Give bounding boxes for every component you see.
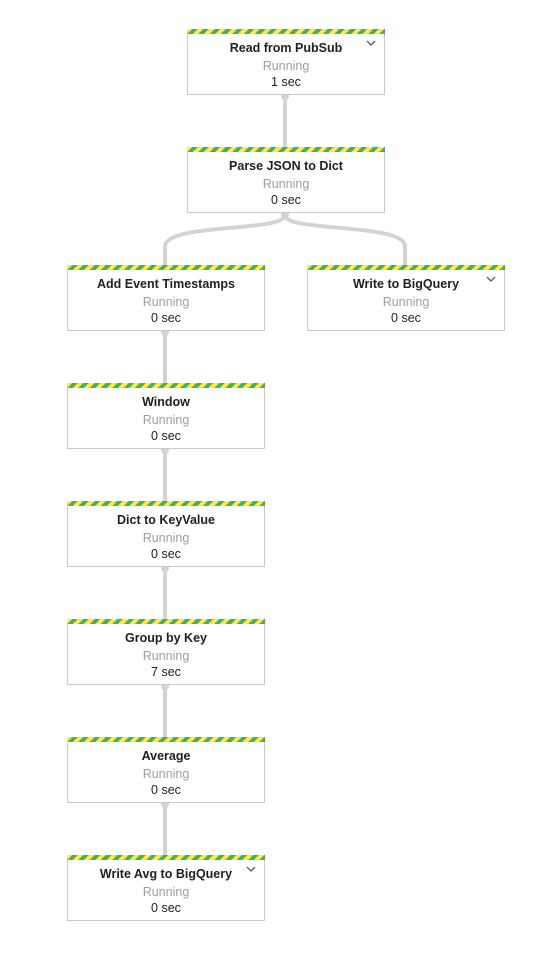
step-name: Write Avg to BigQuery [99, 867, 233, 881]
step-name: Dict to KeyValue [117, 513, 215, 527]
step-status-stripe [67, 383, 265, 388]
step-status: Running [262, 59, 310, 73]
step-name: Parse JSON to Dict [229, 159, 343, 173]
step-name: Add Event Timestamps [96, 277, 235, 291]
step-status-stripe [67, 855, 265, 860]
step-group-by-key[interactable]: Group by Key Running 7 sec [67, 619, 265, 685]
step-average[interactable]: Average Running 0 sec [67, 737, 265, 803]
step-time: 1 sec [271, 75, 301, 89]
step-status: Running [382, 295, 430, 309]
step-time: 0 sec [151, 901, 181, 915]
step-dict-to-keyvalue[interactable]: Dict to KeyValue Running 0 sec [67, 501, 265, 567]
step-status: Running [142, 767, 190, 781]
step-status-stripe [67, 265, 265, 270]
chevron-down-icon[interactable] [246, 865, 256, 873]
step-status-stripe [187, 147, 385, 152]
step-time: 0 sec [151, 547, 181, 561]
step-write-avg-to-bigquery[interactable]: Write Avg to BigQuery Running 0 sec [67, 855, 265, 921]
step-time: 0 sec [391, 311, 421, 325]
step-time: 0 sec [271, 193, 301, 207]
step-time: 0 sec [151, 783, 181, 797]
step-write-to-bigquery[interactable]: Write to BigQuery Running 0 sec [307, 265, 505, 331]
step-status: Running [142, 413, 190, 427]
step-status: Running [142, 649, 190, 663]
step-status-stripe [307, 265, 505, 270]
step-status-stripe [67, 619, 265, 624]
chevron-down-icon[interactable] [366, 39, 376, 47]
edge-parse-json-to-dict-to-write-to-bigquery [283, 214, 407, 265]
edge-parse-json-to-dict-to-add-event-timestamps [163, 214, 287, 265]
step-name: Window [142, 395, 190, 409]
chevron-down-icon[interactable] [486, 275, 496, 283]
step-name: Write to BigQuery [352, 277, 460, 291]
step-status: Running [142, 531, 190, 545]
step-status: Running [142, 295, 190, 309]
step-status-stripe [67, 501, 265, 506]
step-status-stripe [67, 737, 265, 742]
step-time: 7 sec [151, 665, 181, 679]
step-name: Read from PubSub [229, 41, 343, 55]
step-parse-json-to-dict[interactable]: Parse JSON to Dict Running 0 sec [187, 147, 385, 213]
step-name: Group by Key [125, 631, 207, 645]
step-add-event-timestamps[interactable]: Add Event Timestamps Running 0 sec [67, 265, 265, 331]
step-read-from-pubsub[interactable]: Read from PubSub Running 1 sec [187, 29, 385, 95]
step-time: 0 sec [151, 429, 181, 443]
step-window[interactable]: Window Running 0 sec [67, 383, 265, 449]
step-name: Average [141, 749, 191, 763]
step-status-stripe [187, 29, 385, 34]
step-status: Running [262, 177, 310, 191]
step-time: 0 sec [151, 311, 181, 325]
step-status: Running [142, 885, 190, 899]
